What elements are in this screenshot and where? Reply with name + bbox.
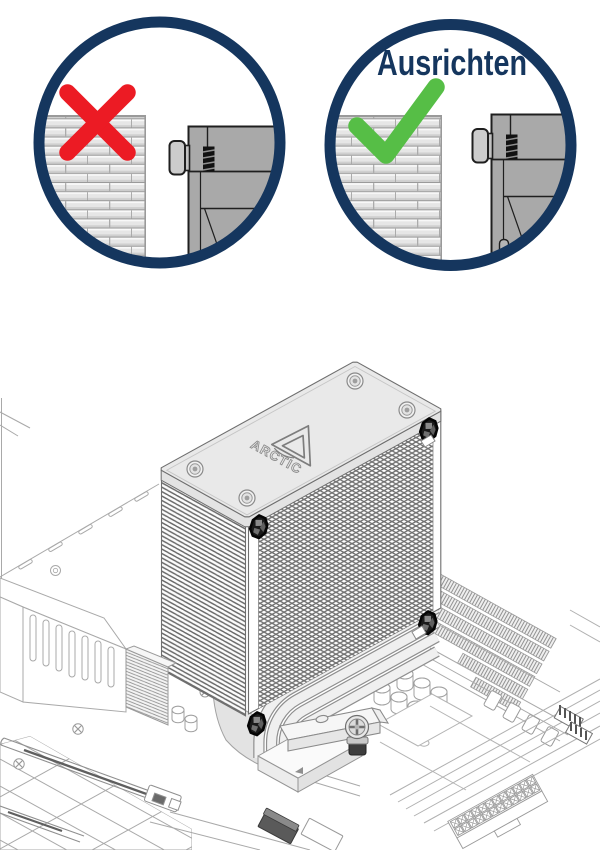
svg-text:Ausrichten: Ausrichten [377,42,527,83]
